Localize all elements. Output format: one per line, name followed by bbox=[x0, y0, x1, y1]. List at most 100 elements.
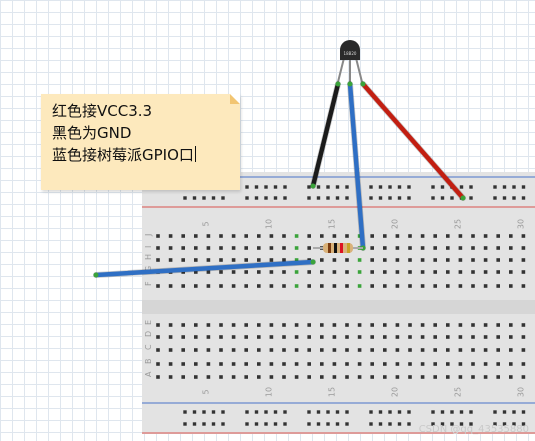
breadboard-hole bbox=[345, 335, 349, 339]
breadboard-hole bbox=[458, 335, 463, 339]
breadboard-hole bbox=[345, 348, 349, 352]
breadboard-hole bbox=[345, 284, 349, 288]
breadboard-hole bbox=[483, 362, 488, 366]
breadboard-hole bbox=[395, 234, 400, 238]
breadboard-hole bbox=[383, 348, 387, 352]
rail-hole bbox=[316, 185, 321, 189]
breadboard-hole bbox=[446, 323, 450, 327]
breadboard-hole bbox=[509, 234, 513, 238]
breadboard-hole bbox=[395, 246, 400, 250]
breadboard-hole bbox=[471, 335, 475, 339]
rail-hole bbox=[211, 410, 216, 414]
breadboard-hole bbox=[370, 284, 374, 288]
breadboard-hole bbox=[168, 284, 173, 288]
breadboard-hole bbox=[307, 284, 311, 288]
row-letter-label: B bbox=[144, 359, 153, 365]
rail-hole bbox=[521, 422, 526, 426]
breadboard-hole bbox=[420, 258, 425, 262]
breadboard-hole bbox=[156, 246, 160, 250]
breadboard-hole bbox=[194, 348, 198, 352]
breadboard-hole bbox=[244, 323, 248, 327]
breadboard-hole bbox=[446, 375, 450, 379]
breadboard-hole bbox=[282, 270, 286, 274]
breadboard-hole bbox=[395, 284, 400, 288]
breadboard-hole bbox=[257, 375, 261, 379]
note-text[interactable]: 红色接VCC3.3 黑色为GND 蓝色接树莓派GPIO口 bbox=[52, 100, 196, 166]
row-letter-label: H bbox=[144, 254, 153, 260]
rail-hole bbox=[283, 410, 287, 414]
breadboard-hole bbox=[509, 258, 513, 262]
rail-hole bbox=[264, 185, 268, 189]
breadboard-hole bbox=[269, 375, 274, 379]
breadboard-hole bbox=[206, 335, 211, 339]
breadboard-hole bbox=[156, 234, 160, 238]
breadboard-hole bbox=[282, 258, 286, 262]
breadboard-hole bbox=[320, 362, 324, 366]
breadboard-hole bbox=[383, 375, 387, 379]
breadboard-hole bbox=[332, 323, 337, 327]
row-letter-label: A bbox=[144, 371, 153, 377]
breadboard-hole bbox=[332, 234, 337, 238]
breadboard-hole bbox=[219, 246, 223, 250]
breadboard-hole bbox=[168, 362, 173, 366]
breadboard-hole bbox=[370, 234, 374, 238]
rail-hole bbox=[283, 422, 287, 426]
breadboard-hole bbox=[420, 348, 425, 352]
breadboard-hole bbox=[483, 375, 488, 379]
sticky-note[interactable]: 红色接VCC3.3 黑色为GND 蓝色接树莓派GPIO口 bbox=[41, 94, 240, 190]
breadboard-hole bbox=[269, 335, 274, 339]
rail-hole bbox=[192, 196, 197, 200]
breadboard-hole bbox=[231, 246, 236, 250]
rail-hole bbox=[450, 196, 454, 200]
column-number-label: 10 bbox=[264, 219, 273, 229]
rail-hole bbox=[183, 422, 187, 426]
rail-hole bbox=[245, 410, 249, 414]
breadboard-hole bbox=[483, 335, 488, 339]
breadboard-hole bbox=[383, 270, 387, 274]
breadboard-hole bbox=[231, 362, 236, 366]
rail-hole bbox=[512, 422, 516, 426]
rail-hole bbox=[493, 410, 497, 414]
breadboard-hole bbox=[332, 284, 337, 288]
breadboard-hole bbox=[194, 284, 198, 288]
column-number-label: 30 bbox=[516, 387, 525, 397]
breadboard-hole bbox=[471, 234, 475, 238]
ds18b20-sensor: 18B20 bbox=[337, 40, 363, 83]
breadboard-hole bbox=[420, 284, 425, 288]
breadboard-hole bbox=[509, 362, 513, 366]
breadboard-hole bbox=[370, 362, 374, 366]
breadboard-hole bbox=[282, 246, 286, 250]
breadboard-hole bbox=[496, 348, 500, 352]
breadboard-hole bbox=[307, 323, 311, 327]
row-letter-label: E bbox=[144, 320, 153, 325]
breadboard-hole bbox=[307, 348, 311, 352]
rail-hole bbox=[469, 196, 473, 200]
breadboard-hole bbox=[446, 234, 450, 238]
rail-hole bbox=[459, 185, 464, 189]
rail-hole bbox=[335, 410, 340, 414]
breadboard-hole bbox=[433, 323, 437, 327]
breadboard-hole bbox=[471, 258, 475, 262]
breadboard-hole bbox=[168, 323, 173, 327]
rail-hole bbox=[335, 185, 340, 189]
breadboard-hole bbox=[219, 348, 223, 352]
breadboard-hole bbox=[446, 335, 450, 339]
breadboard-hole bbox=[395, 362, 400, 366]
rail-hole bbox=[345, 196, 349, 200]
breadboard-hole bbox=[231, 348, 236, 352]
breadboard-hole bbox=[521, 246, 526, 250]
breadboard-hole bbox=[206, 246, 211, 250]
rail-hole bbox=[345, 410, 349, 414]
rail-hole bbox=[521, 196, 526, 200]
breadboard-hole bbox=[320, 284, 324, 288]
breadboard-hole bbox=[269, 258, 274, 262]
rail-hole bbox=[202, 196, 206, 200]
active-hole bbox=[294, 270, 299, 274]
rail-hole bbox=[493, 422, 497, 426]
breadboard-hole bbox=[219, 375, 223, 379]
breadboard-hole bbox=[446, 284, 450, 288]
column-number-label: 20 bbox=[390, 387, 399, 397]
rail-hole bbox=[397, 185, 402, 189]
breadboard-hole bbox=[496, 258, 500, 262]
breadboard-hole bbox=[395, 375, 400, 379]
